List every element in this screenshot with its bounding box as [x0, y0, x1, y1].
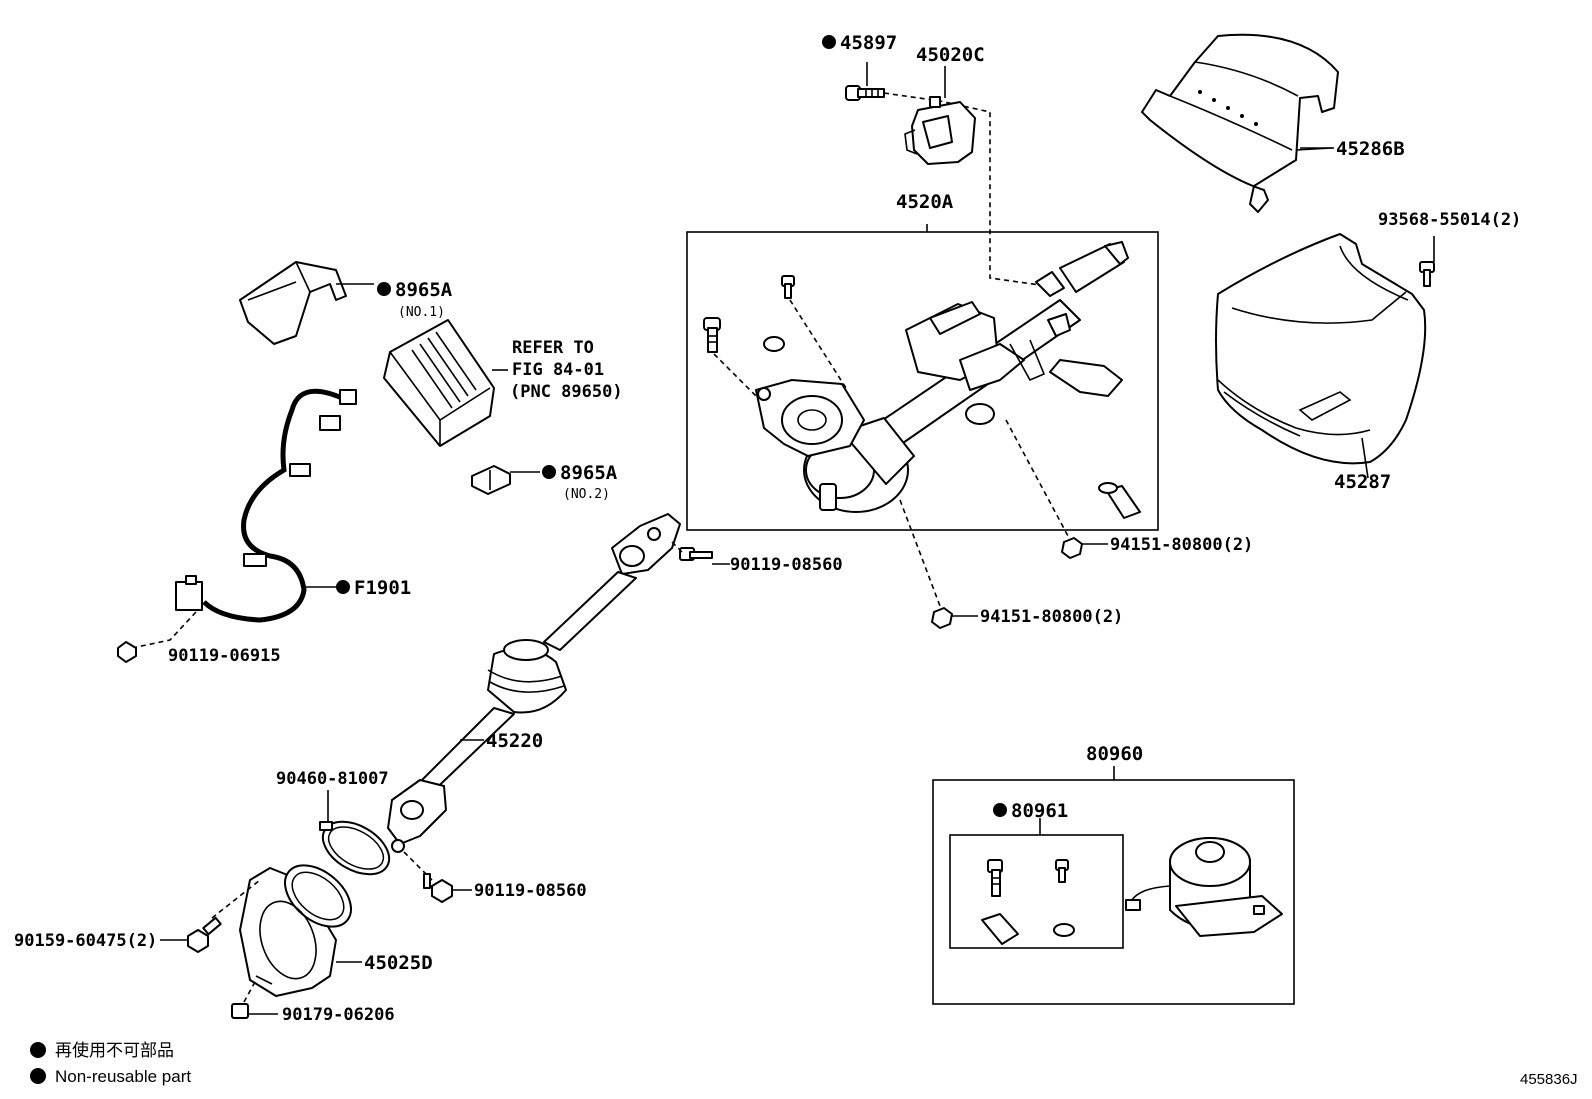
label-90119-08560-bottom: 90119-08560: [474, 881, 587, 901]
label-8965A-no2-sub: (NO.2): [563, 487, 610, 502]
legend-japanese: 再使用不可部品: [55, 1040, 174, 1060]
legend-english: Non-reusable part: [55, 1067, 191, 1086]
label-90179-06206: 90179-06206: [282, 1005, 395, 1025]
label-F1901: F1901: [354, 577, 411, 599]
clamp-90460: [319, 820, 391, 876]
steering-column-4520A: [755, 241, 1141, 519]
bolt-90119-08560-bottom: [423, 873, 453, 903]
label-80961: 80961: [1011, 800, 1068, 822]
bolt-90119-06915: [117, 641, 137, 663]
label-80960: 80960: [1086, 743, 1143, 765]
clip-8965A-no2: [471, 465, 511, 495]
intermediate-shaft-45220: [387, 513, 681, 853]
wire-harness-F1901: [175, 388, 357, 623]
clip-90179-06206: [231, 1003, 249, 1019]
nonreusable-dot-F1901: [336, 580, 350, 594]
label-94151-80800-b: 94151-80800(2): [980, 607, 1123, 627]
label-8965A-no1-sub: (NO.1): [398, 305, 445, 320]
ecu-89650: [383, 319, 495, 447]
label-45287: 45287: [1334, 471, 1391, 493]
kit-80961-parts: [981, 859, 1075, 945]
screw-93568: [1419, 236, 1435, 287]
bolt-small-4520A: [781, 275, 795, 299]
legend-dot-jp: [30, 1042, 46, 1058]
nut-94151-a: [1061, 537, 1083, 559]
hole-cover-45025D: [239, 864, 352, 997]
bolt-90119-08560-top: [679, 547, 713, 561]
nonreusable-dot-80961: [993, 803, 1007, 817]
cover-8965A-no1: [239, 261, 347, 345]
kit-box-80961: [949, 834, 1124, 949]
label-45286B: 45286B: [1336, 138, 1405, 160]
label-4520A: 4520A: [896, 191, 954, 213]
motor-80960: [1125, 837, 1283, 937]
bolt-90159-60475: [187, 916, 222, 953]
nut-94151-b: [931, 607, 953, 629]
label-8965A-no1: 8965A: [395, 279, 453, 301]
label-45020C: 45020C: [916, 44, 985, 66]
label-90460-81007: 90460-81007: [276, 769, 389, 789]
lower-column-cover-45287: [1215, 233, 1427, 479]
refer-line-3: (PNC 89650): [510, 382, 623, 402]
upper-column-cover-45286B: [1141, 33, 1339, 213]
washer-4520A: [763, 336, 785, 352]
legend-dot-en: [30, 1068, 46, 1084]
nonreusable-dot-45897: [822, 35, 836, 49]
nonreusable-dot-8965A-1: [377, 282, 391, 296]
label-90119-06915: 90119-06915: [168, 646, 281, 666]
label-90119-08560-top: 90119-08560: [730, 555, 843, 575]
bolt-45897: [845, 62, 885, 101]
bolt-left-4520A: [703, 317, 721, 353]
refer-line-2: FIG 84-01: [512, 360, 604, 380]
steering-lock-45020C: [904, 66, 976, 165]
label-45897: 45897: [840, 32, 897, 54]
label-93568-55014: 93568-55014(2): [1378, 210, 1521, 230]
assembly-box-4520A: [686, 231, 1159, 531]
image-id: 455836J: [1520, 1071, 1578, 1088]
label-45025D: 45025D: [364, 952, 433, 974]
refer-line-1: REFER TO: [512, 338, 594, 358]
label-45220: 45220: [486, 730, 543, 752]
nonreusable-dot-8965A-2: [542, 465, 556, 479]
label-8965A-no2: 8965A: [560, 462, 618, 484]
label-94151-80800-a: 94151-80800(2): [1110, 535, 1253, 555]
label-90159-60475: 90159-60475(2): [14, 931, 157, 951]
